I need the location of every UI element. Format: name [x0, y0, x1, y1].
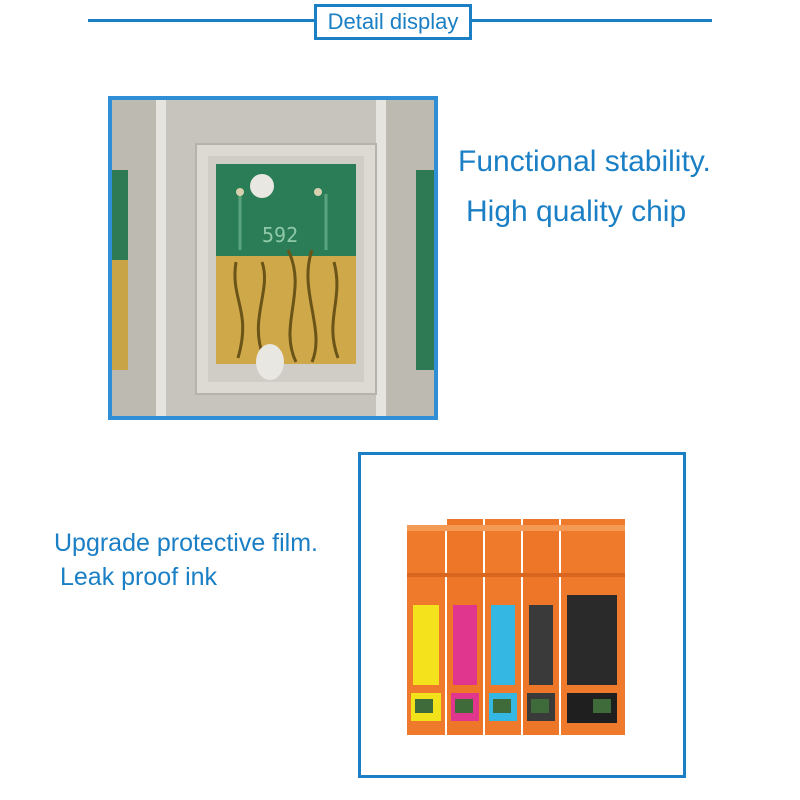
chip-label: 592 — [262, 223, 298, 247]
cartridge-subline: Leak proof ink — [60, 563, 218, 591]
header-badge: Detail display — [314, 4, 472, 40]
cartridge-headline: Upgrade protective film. — [54, 529, 319, 557]
cartridge-photo-black — [523, 519, 559, 735]
header-rule-right — [472, 19, 712, 22]
cartridge-yellow — [407, 525, 445, 735]
header-rule-left — [88, 19, 314, 22]
cartridge-black — [561, 519, 625, 735]
cartridge-magenta — [447, 519, 483, 735]
cartridge-photo — [358, 452, 686, 778]
header-title: Detail display — [327, 9, 459, 34]
chip-photo: 592 — [108, 96, 438, 420]
cartridge-cyan — [485, 519, 521, 735]
cartridge-illustration — [361, 455, 683, 775]
chip-headline: Functional stability. — [458, 145, 711, 178]
chip-subline: High quality chip — [466, 195, 687, 228]
chip-illustration: 592 — [112, 100, 434, 416]
